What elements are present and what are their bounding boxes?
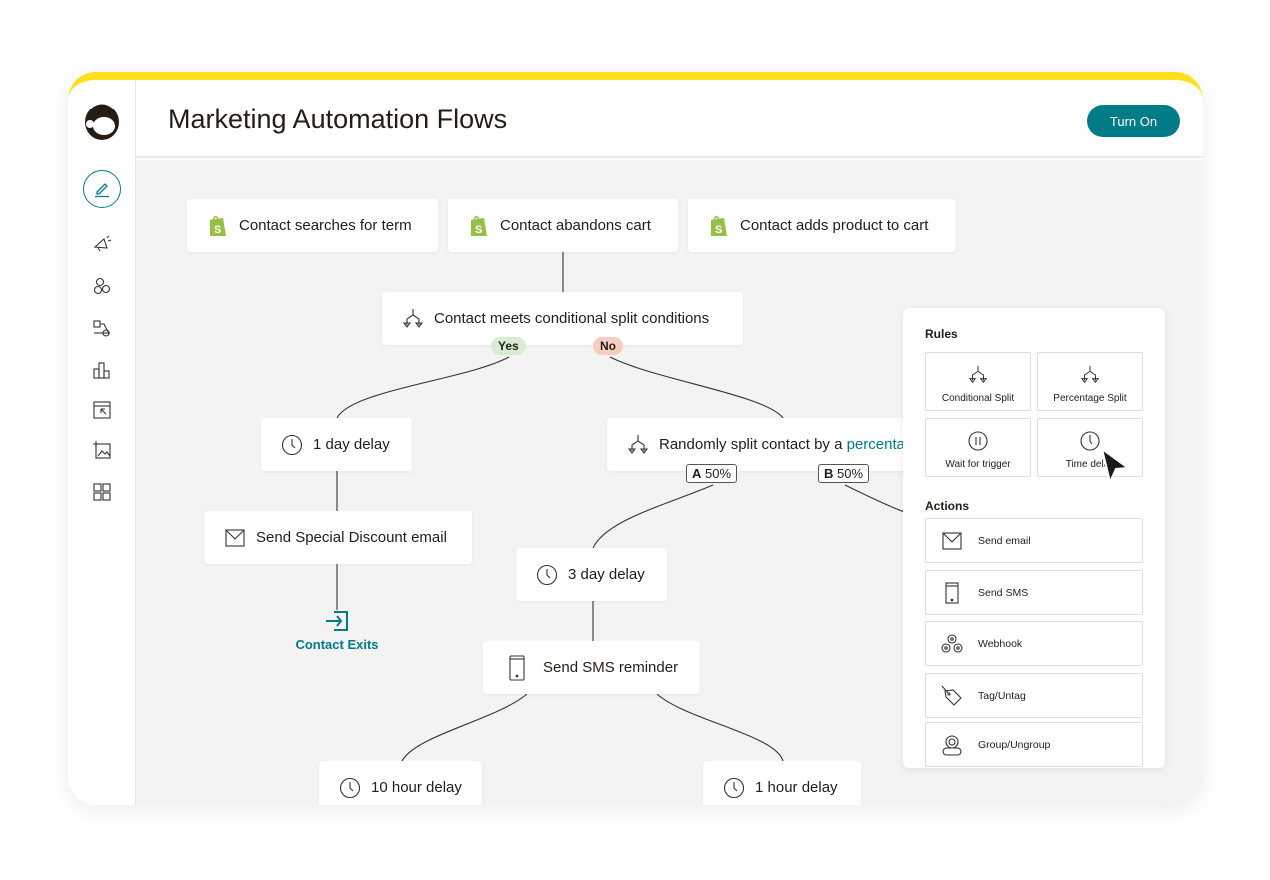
megaphone-icon[interactable]: [90, 232, 114, 256]
mouse-cursor-icon: [1100, 446, 1131, 486]
app-window: Marketing Automation Flows Turn On S Con…: [68, 72, 1203, 805]
email-icon: [942, 531, 962, 550]
audience-icon[interactable]: [90, 274, 114, 298]
shopify-icon: S: [210, 215, 226, 236]
rule-label: Percentage Split: [1053, 393, 1127, 404]
rule-percentage-split[interactable]: Percentage Split: [1037, 352, 1143, 411]
branch-a: A: [692, 466, 702, 481]
branch-b-label: B 50%: [818, 464, 870, 483]
branch-b: B: [824, 466, 834, 481]
action-webhook[interactable]: Webhook: [925, 621, 1143, 666]
node-label: Randomly split contact by a: [659, 436, 843, 453]
node-label: Contact searches for term: [239, 217, 412, 234]
shopify-icon: S: [711, 215, 727, 236]
website-icon[interactable]: [90, 398, 114, 422]
no-badge: No: [593, 337, 623, 355]
action-label: Send email: [978, 534, 1031, 547]
actions-heading: Actions: [925, 499, 970, 513]
delay-node[interactable]: 10 hour delay: [319, 761, 482, 805]
action-group-ungroup[interactable]: Group/Ungroup: [925, 722, 1143, 767]
pause-icon: [968, 431, 988, 451]
chart-icon[interactable]: [90, 358, 114, 382]
branch-b-pct: 50%: [837, 466, 864, 481]
node-label: Contact adds product to cart: [740, 217, 929, 234]
svg-text:S: S: [715, 224, 722, 236]
node-label: 1 day delay: [313, 436, 390, 453]
action-label: Tag/Untag: [978, 689, 1026, 702]
phone-icon: [509, 654, 525, 681]
yes-badge: Yes: [491, 337, 526, 355]
node-label: Contact abandons cart: [500, 217, 651, 234]
action-send-email[interactable]: Send email: [925, 518, 1143, 563]
svg-text:S: S: [214, 224, 221, 236]
page-title: Marketing Automation Flows: [168, 104, 508, 134]
split-icon: [627, 434, 649, 454]
email-icon: [225, 528, 245, 547]
conditional-split-node[interactable]: Contact meets conditional split conditio…: [382, 292, 743, 345]
rule-conditional-split[interactable]: Conditional Split: [925, 352, 1031, 411]
mailchimp-logo[interactable]: [82, 98, 122, 142]
exit-label: Contact Exits: [295, 637, 379, 652]
exit-icon: [326, 611, 348, 631]
action-label: Send SMS: [978, 586, 1029, 599]
trigger-node[interactable]: S Contact searches for term: [187, 199, 438, 252]
clock-icon: [723, 777, 745, 798]
phone-icon: [945, 581, 959, 604]
clock-icon: [339, 777, 361, 798]
percentage-split-node[interactable]: Randomly split contact by a percentage: [607, 418, 947, 471]
clock-icon: [281, 434, 303, 455]
webhook-icon: [941, 633, 963, 653]
pencil-icon[interactable]: [83, 170, 121, 208]
sidebar: [68, 80, 136, 805]
node-label: Send SMS reminder: [543, 659, 679, 676]
shopify-icon: S: [471, 215, 487, 236]
tag-icon: [941, 685, 962, 706]
node-label: 10 hour delay: [371, 779, 462, 796]
branch-a-label: A 50%: [686, 464, 738, 483]
clock-icon: [1080, 431, 1100, 451]
grid-icon[interactable]: [90, 480, 114, 504]
rule-label: Conditional Split: [941, 393, 1015, 404]
header: Marketing Automation Flows Turn On: [136, 80, 1203, 158]
rule-time-delay[interactable]: Time delay: [1037, 418, 1143, 477]
svg-text:S: S: [475, 224, 482, 236]
action-send-sms[interactable]: Send SMS: [925, 570, 1143, 615]
rules-heading: Rules: [925, 327, 958, 341]
node-label: 1 hour delay: [755, 779, 838, 796]
group-icon: [942, 734, 962, 756]
action-label: Group/Ungroup: [978, 738, 1051, 751]
split-icon: [402, 308, 424, 328]
node-label: Contact meets conditional split conditio…: [434, 310, 710, 327]
trigger-node[interactable]: S Contact adds product to cart: [688, 199, 956, 252]
delay-node[interactable]: 3 day delay: [516, 548, 667, 601]
clock-icon: [536, 564, 558, 585]
action-label: Webhook: [978, 637, 1023, 650]
delay-node[interactable]: 1 day delay: [261, 418, 412, 471]
split-icon: [968, 365, 988, 384]
send-sms-node[interactable]: Send SMS reminder: [483, 641, 700, 694]
action-tag-untag[interactable]: Tag/Untag: [925, 673, 1143, 718]
percentage-link[interactable]: percentage: [846, 436, 922, 453]
contact-exits[interactable]: Contact Exits: [286, 610, 388, 652]
node-label: 3 day delay: [568, 566, 645, 583]
trigger-node[interactable]: S Contact abandons cart: [448, 199, 678, 252]
automation-icon[interactable]: [90, 316, 114, 340]
branch-a-pct: 50%: [705, 466, 732, 481]
split-icon: [1080, 365, 1100, 384]
components-panel: Rules Conditional Split Percentage Split…: [903, 308, 1165, 768]
turn-on-button[interactable]: Turn On: [1087, 105, 1180, 137]
content-icon[interactable]: [90, 438, 114, 462]
rule-label: Time delay: [1065, 459, 1115, 470]
send-email-node[interactable]: Send Special Discount email: [204, 511, 472, 564]
rule-wait-for-trigger[interactable]: Wait for trigger: [925, 418, 1031, 477]
rule-label: Wait for trigger: [945, 459, 1011, 470]
delay-node[interactable]: 1 hour delay: [703, 761, 861, 805]
node-label: Send Special Discount email: [256, 529, 447, 546]
flow-canvas[interactable]: S Contact searches for term S Contact ab…: [136, 160, 1203, 805]
